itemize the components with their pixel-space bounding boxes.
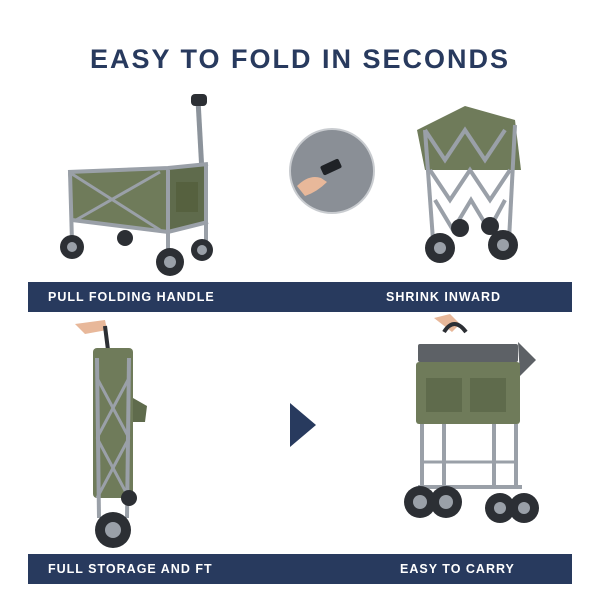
folded-wagon-image	[75, 320, 147, 548]
open-wagon-image	[60, 94, 213, 276]
caption-full-storage: FULL STORAGE AND FT	[48, 562, 213, 576]
caption-shrink-inward: SHRINK INWARD	[386, 290, 502, 304]
caption-bar-bottom: FULL STORAGE AND FT EASY TO CARRY	[28, 554, 572, 584]
handle-closeup-image	[289, 128, 375, 214]
caption-pull-folding-handle: PULL FOLDING HANDLE	[48, 290, 215, 304]
right-arrow-icon	[290, 403, 316, 447]
shrinking-wagon-image	[417, 106, 521, 263]
page-title: EASY TO FOLD IN SECONDS	[89, 44, 511, 74]
caption-easy-to-carry: EASY TO CARRY	[400, 562, 515, 576]
carry-wagon-image	[404, 314, 539, 523]
caption-bar-top: PULL FOLDING HANDLE SHRINK INWARD	[28, 282, 572, 312]
